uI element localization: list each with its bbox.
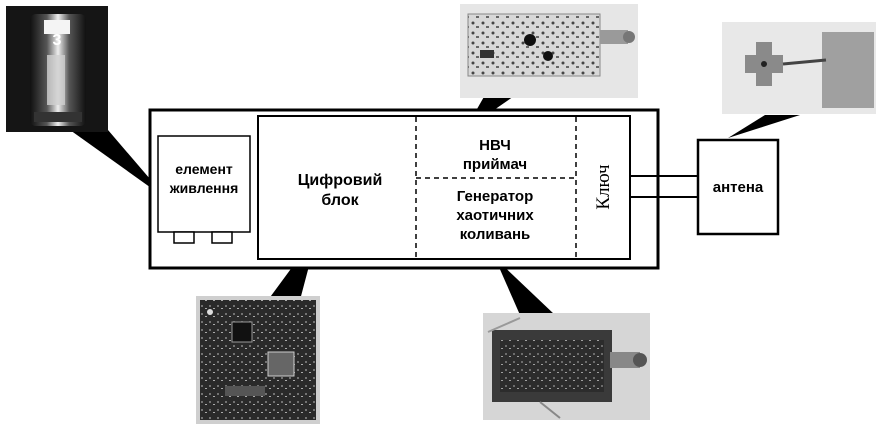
pointer-antenna: [728, 115, 800, 138]
digital-block-board-photo: [196, 296, 320, 424]
chaos-generator-label-line1: Генератор: [457, 188, 533, 205]
antenna-photo: [722, 22, 876, 114]
power-element-box: [157, 135, 251, 233]
chaos-generator-label-line2: хаотичних: [456, 207, 534, 224]
svg-text:3: 3: [53, 32, 62, 49]
digital-block-label-line2: блок: [321, 192, 359, 209]
key-label: Ключ: [593, 164, 614, 210]
microwave-receiver-label-line2: приймач: [463, 156, 527, 173]
power-element-label-line1: елемент: [175, 161, 233, 177]
pointer-battery: [70, 130, 168, 200]
battery-photo: 3: [6, 6, 108, 132]
power-element-label-line2: живлення: [169, 180, 239, 196]
chaos-generator-label-line3: коливань: [460, 226, 531, 243]
antenna-label: антена: [713, 179, 764, 196]
power-terminal-right: [211, 231, 233, 244]
chaos-generator-board-photo: [483, 313, 650, 420]
electronics-block: [257, 115, 631, 260]
power-terminal-left: [173, 231, 195, 244]
pointer-generator: [495, 258, 555, 315]
microwave-receiver-board-photo: [460, 4, 638, 98]
microwave-receiver-label-line1: НВЧ: [479, 137, 511, 154]
digital-block-label-line1: Цифровий: [298, 172, 383, 189]
antenna-box: [696, 138, 780, 236]
